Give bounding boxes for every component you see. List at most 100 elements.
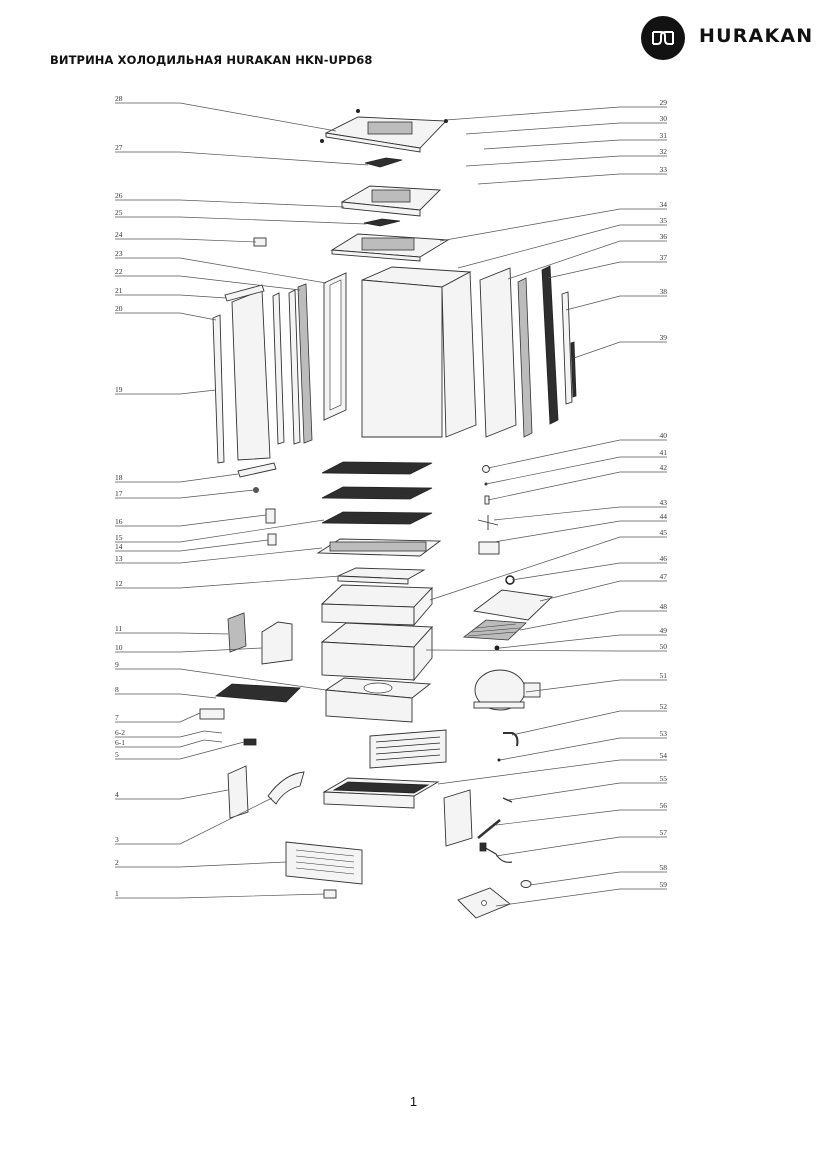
leader-line-20: [115, 312, 217, 321]
callout-label-10: 10: [115, 643, 123, 652]
callout-label-26: 26: [115, 191, 123, 200]
callout-label-55: 55: [660, 774, 668, 783]
callout-label-52: 52: [660, 702, 668, 711]
callout-label-42: 42: [660, 463, 668, 472]
callout-label-43: 43: [660, 498, 668, 507]
callout-label-14: 14: [115, 542, 123, 551]
callout-label-39: 39: [660, 333, 668, 342]
callout-label-56: 56: [660, 801, 668, 810]
leader-line-25: [115, 216, 367, 225]
document-title: ВИТРИНА ХОЛОДИЛЬНАЯ HURAKAN HKN-UPD68: [50, 53, 373, 67]
leader-line-8: [115, 693, 217, 699]
brand-name: HURAKAN: [699, 25, 814, 47]
leader-line-40: [487, 439, 667, 469]
leader-line-46: [511, 562, 667, 581]
callout-label-12: 12: [115, 579, 123, 588]
leader-line-49: [499, 634, 667, 649]
leader-line-2: [115, 861, 287, 868]
callout-label-29: 29: [660, 98, 668, 107]
callout-label-40: 40: [660, 431, 668, 440]
callout-label-19: 19: [115, 385, 123, 394]
leader-line-43: [493, 506, 667, 521]
leader-line-47: [539, 580, 667, 602]
callout-label-25: 25: [115, 208, 123, 217]
leader-line-41: [485, 456, 667, 485]
leader-line-35: [457, 224, 667, 269]
callout-label-50: 50: [660, 642, 668, 651]
callout-label-17: 17: [115, 489, 123, 498]
leader-line-30: [465, 122, 667, 135]
right-leader-lines: 2930313233343536373839404142434445464748…: [425, 98, 668, 907]
leader-line-59: [495, 888, 667, 907]
leader-line-29: [445, 106, 667, 121]
left-leader-lines: 2827262524232221201918171615141312111098…: [115, 94, 369, 899]
leader-line-39: [573, 341, 667, 359]
callout-label-13: 13: [115, 554, 123, 563]
callout-label-24: 24: [115, 230, 123, 239]
callout-label-15: 15: [115, 533, 123, 542]
callout-label-27: 27: [115, 143, 123, 152]
parts-drawing: [199, 109, 577, 919]
leader-line-6-2: [115, 730, 205, 738]
leader-line-9: [115, 668, 327, 691]
leader-line-37: [547, 261, 667, 279]
callout-label-32: 32: [660, 147, 668, 156]
leader-line-5: [115, 741, 245, 760]
leader-line-31: [483, 139, 667, 150]
callout-label-4: 4: [115, 790, 119, 799]
callout-label-35: 35: [660, 216, 668, 225]
callout-label-7: 7: [115, 713, 119, 722]
callout-label-48: 48: [660, 602, 668, 611]
leader-line-16: [115, 514, 267, 527]
leader-line-45: [429, 536, 667, 601]
leader-line-27: [115, 151, 369, 166]
callout-label-18: 18: [115, 473, 123, 482]
callout-label-3: 3: [115, 835, 119, 844]
callout-label-54: 54: [660, 751, 668, 760]
callout-label-8: 8: [115, 685, 119, 694]
callout-label-6-1: 6-1: [115, 738, 125, 747]
leader-line-18: [115, 473, 239, 483]
leader-line-53: [499, 737, 667, 761]
callout-label-31: 31: [660, 131, 668, 140]
callout-label-57: 57: [660, 828, 668, 837]
leader-line-36: [507, 240, 667, 280]
leader-line-19: [115, 389, 217, 395]
leader-line-23: [115, 257, 327, 284]
callout-label-9: 9: [115, 660, 119, 669]
leader-line-51: [525, 679, 667, 693]
callout-label-38: 38: [660, 287, 668, 296]
callout-label-36: 36: [660, 232, 668, 241]
leader-line-24: [115, 238, 257, 243]
leader-line-26: [115, 199, 345, 208]
callout-label-2: 2: [115, 858, 119, 867]
callout-label-46: 46: [660, 554, 668, 563]
leader-line-3: [115, 797, 273, 845]
leader-line-11: [115, 632, 229, 635]
leader-line-6-1: [115, 739, 205, 748]
callout-label-45: 45: [660, 528, 668, 537]
leader-line-52: [511, 710, 667, 736]
leader-line-56: [495, 809, 667, 826]
callout-label-34: 34: [660, 200, 668, 209]
callout-label-41: 41: [660, 448, 668, 457]
callout-label-16: 16: [115, 517, 123, 526]
leader-line-44: [493, 520, 667, 543]
callout-label-51: 51: [660, 671, 668, 680]
leader-line-42: [487, 471, 667, 501]
leader-line-14: [115, 539, 269, 552]
callout-label-6-2: 6-2: [115, 728, 125, 737]
leader-line-15: [115, 519, 325, 543]
leader-line-7: [115, 712, 201, 723]
leader-line-54: [437, 759, 667, 785]
leader-line-28: [115, 102, 337, 132]
leader-line-21: [115, 294, 227, 299]
leader-line-34: [439, 208, 667, 242]
hurakan-logo-icon: [641, 16, 685, 60]
brand-header: HURAKAN: [641, 16, 816, 60]
leader-line-4: [115, 789, 229, 800]
callout-label-33: 33: [660, 165, 668, 174]
leader-line-22: [115, 275, 301, 291]
callout-label-28: 28: [115, 94, 123, 103]
